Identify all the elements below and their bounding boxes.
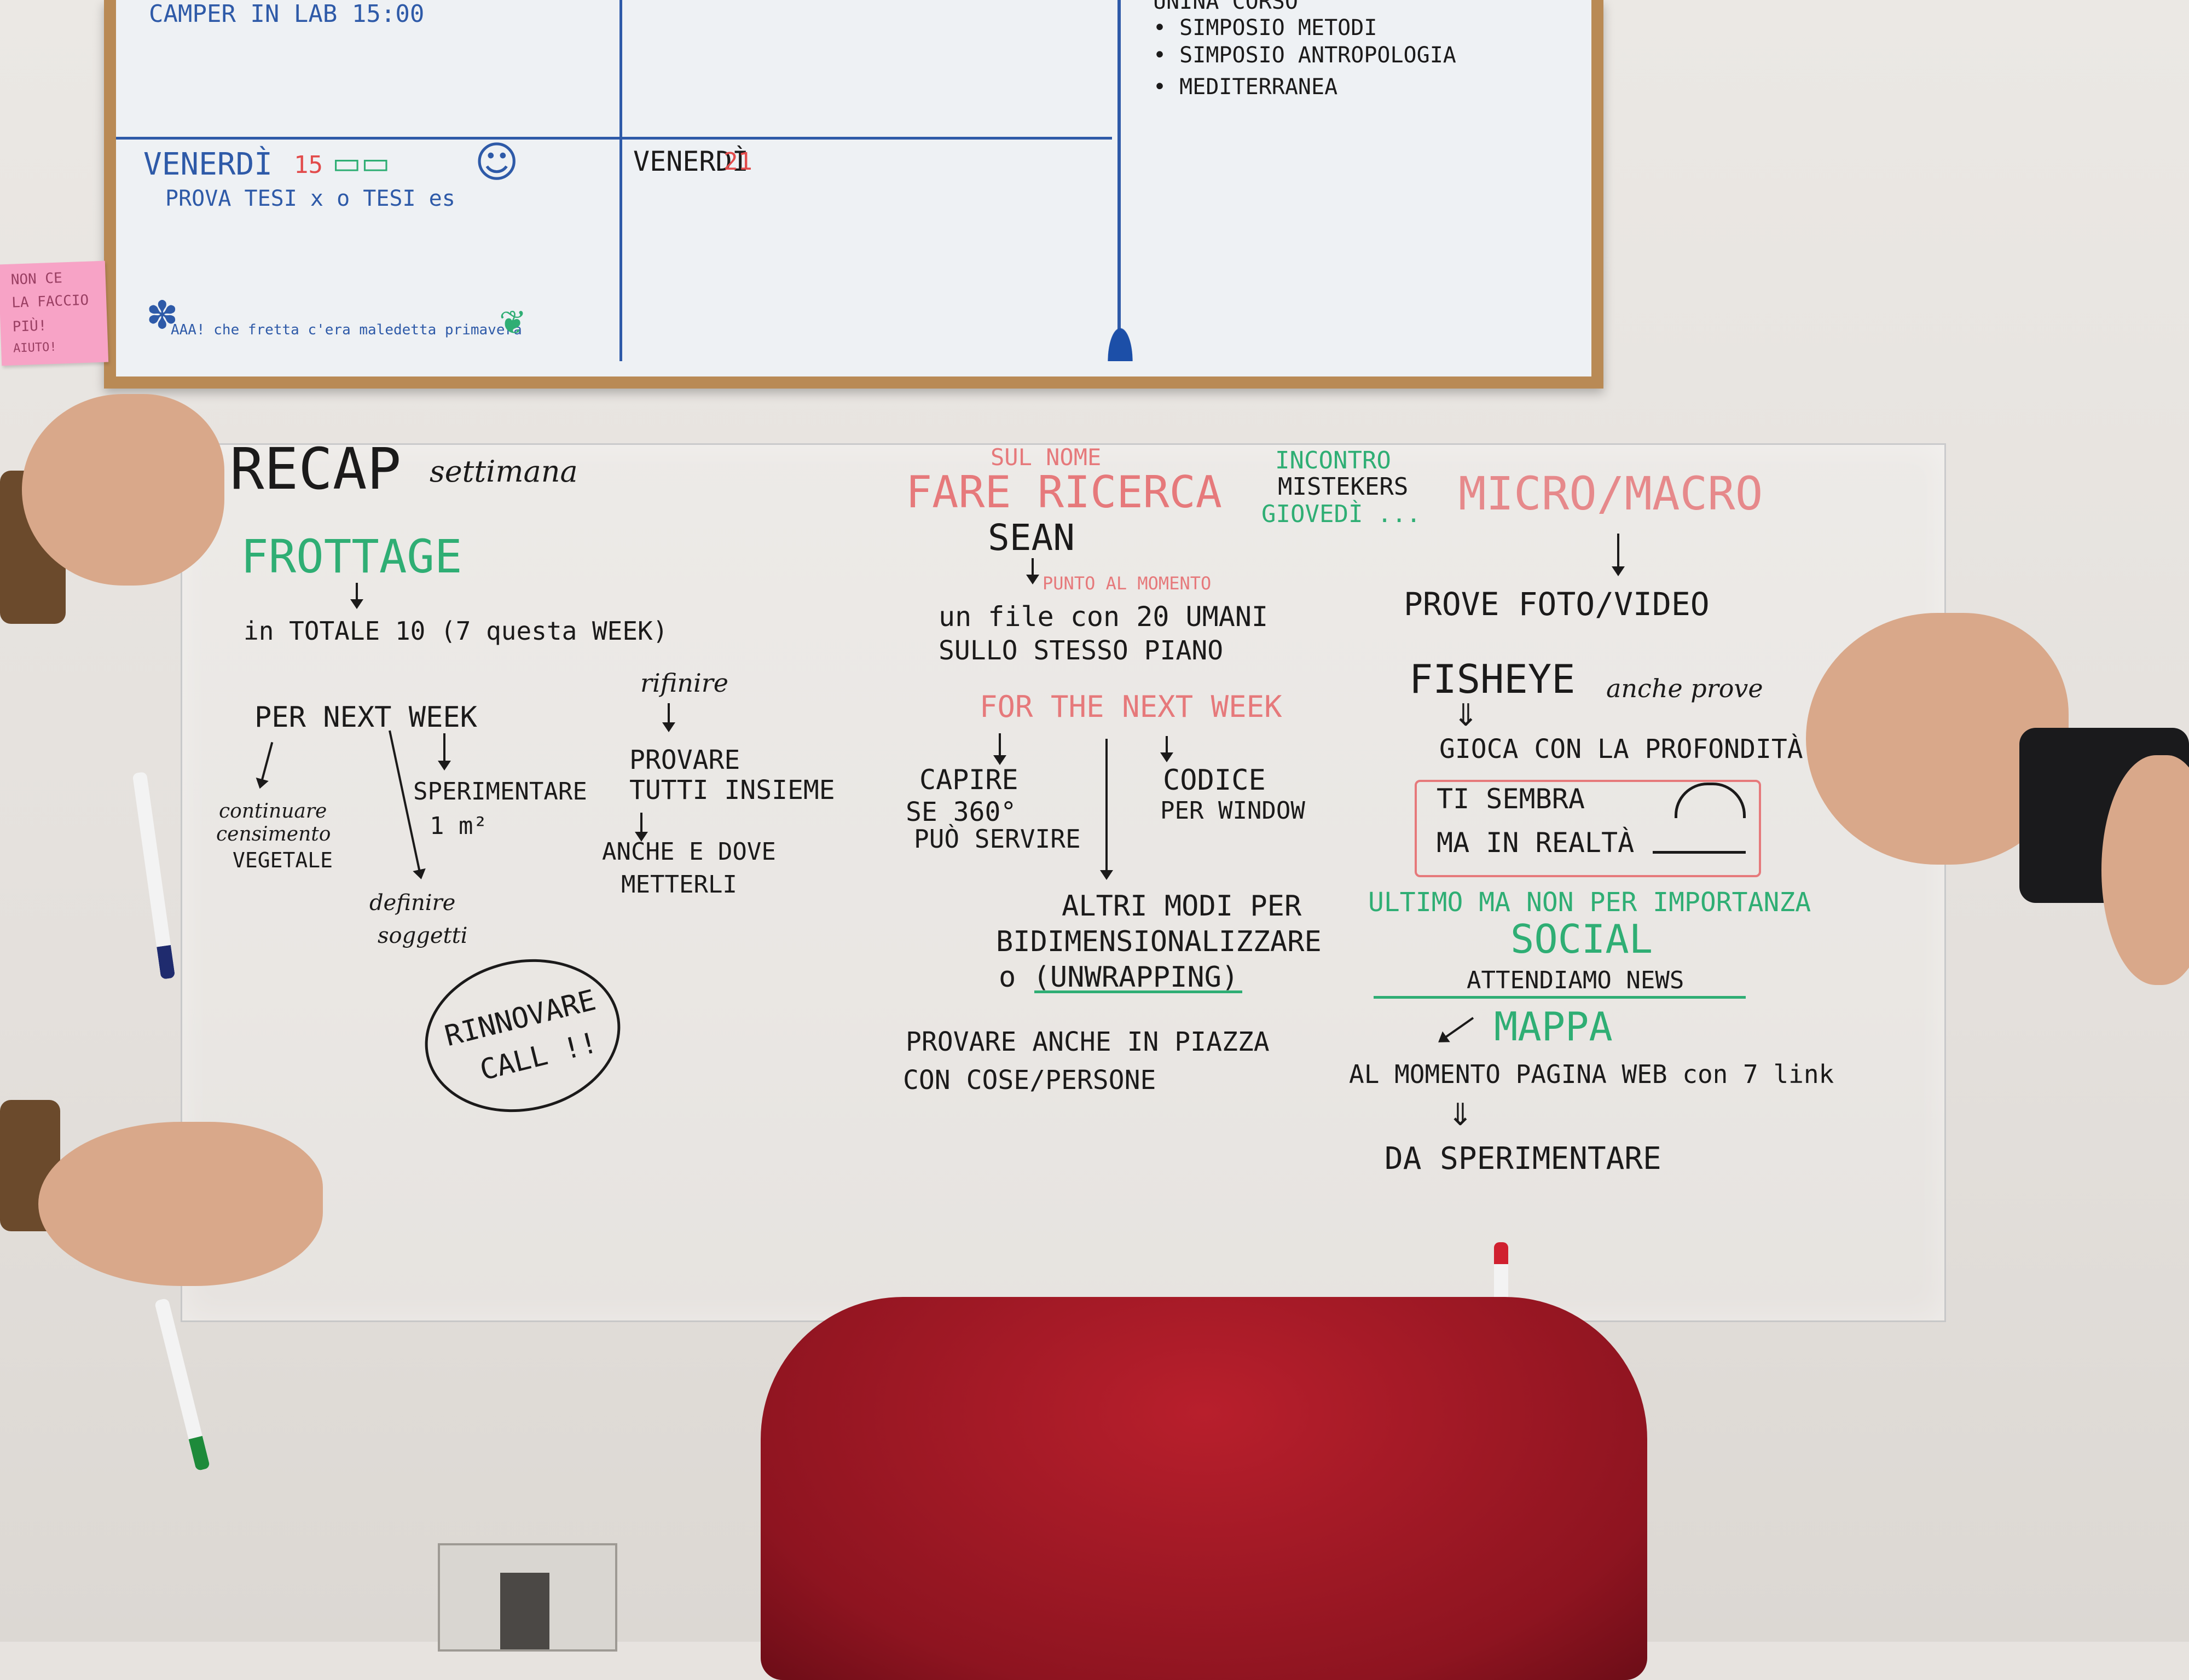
soggetti-note: soggetti [378, 923, 468, 948]
sticky-line: LA FACCIO [11, 292, 89, 311]
divider-line [1374, 996, 1746, 999]
arrow-icon [1100, 739, 1113, 880]
rifinire-note: rifinire [640, 668, 728, 698]
fisheye-heading: FISHEYE [1409, 656, 1576, 702]
definire-note: definire [369, 890, 456, 916]
provare-note: PROVARE [629, 745, 740, 775]
arrow-icon [662, 703, 675, 732]
gioca-note: GIOCA CON LA PROFONDITÀ [1439, 734, 1803, 764]
flower-icon: ✽ [146, 293, 178, 338]
lower-left-hand [38, 1122, 323, 1286]
for-next-week-heading: FOR THE NEXT WEEK [980, 690, 1282, 724]
sticky-line: NON CE [10, 270, 63, 288]
metterli-note: METTERLI [621, 871, 737, 899]
prova-tesi-note: PROVA TESI x o TESI es [165, 186, 455, 211]
day-number: 21 [723, 148, 752, 176]
se-360-note: SE 360° [906, 797, 1017, 827]
micro-macro-heading: MICRO/MACRO [1458, 467, 1763, 520]
acrylic-sheet [181, 443, 1946, 1322]
totale-note: in TOTALE 10 (7 questa WEEK) [244, 616, 668, 646]
double-arrow-icon: ⇓ [1447, 1097, 1473, 1133]
leaf-icon: ❦ [499, 304, 527, 342]
anche-prove-note: anche prove [1606, 674, 1763, 703]
comparison-box [1415, 780, 1761, 877]
per-window-note: PER WINDOW [1160, 797, 1305, 825]
codice-note: CODICE [1163, 764, 1266, 797]
ultimo-note: ULTIMO MA NON PER IMPORTANZA [1368, 887, 1811, 918]
vegetale-note: VEGETALE [233, 848, 333, 872]
sul-nome-note: SUL NOME [991, 444, 1102, 471]
per-next-week-heading: PER NEXT WEEK [254, 701, 477, 734]
attendiamo-note: ATTENDIAMO NEWS [1467, 966, 1684, 994]
sticky-line: PIÙ! [12, 317, 47, 335]
punto-note: PUNTO AL MOMENTO [1043, 573, 1212, 594]
wall-socket [438, 1543, 617, 1652]
provare-piazza-note: PROVARE ANCHE IN PIAZZA [906, 1027, 1270, 1057]
calendar-column-line [619, 0, 622, 361]
day-label: VENERDÌ [143, 147, 273, 182]
camper-note: CAMPER IN LAB 15:00 [149, 0, 425, 28]
continuare-note: continuare [219, 800, 327, 822]
giovedi-note: GIOVEDÌ ... [1261, 500, 1421, 528]
al-momento-note: AL MOMENTO PAGINA WEB con 7 link [1349, 1059, 1834, 1089]
prove-foto-note: PROVE FOTO/VIDEO [1404, 586, 1710, 623]
recap-subtitle: settimana [430, 454, 578, 489]
unwrapping-note: o (UNWRAPPING) [999, 961, 1239, 994]
calendar-column-line [1117, 0, 1121, 361]
arrow-icon [993, 733, 1006, 765]
underline [1034, 990, 1242, 993]
spring-note: AAA! che fretta c'era maledetta primaver… [171, 322, 522, 338]
red-chair [761, 1297, 1647, 1680]
metro-quadro-note: 1 m² [430, 812, 488, 840]
da-sperimentare-note: DA SPERIMENTARE [1385, 1141, 1661, 1177]
social-heading: SOCIAL [1510, 916, 1653, 962]
sticky-line: AIUTO! [13, 340, 57, 356]
flat-line-icon [1653, 851, 1746, 854]
tutti-insieme-note: TUTTI INSIEME [629, 775, 835, 806]
calendar-row-line [116, 137, 1112, 140]
framed-whiteboard: CAMPER IN LAB 15:00 UNINA CORSO • SIMPOS… [104, 0, 1603, 389]
sean-heading: SEAN [988, 517, 1075, 559]
bidimensionalizzare-note: BIDIMENSIONALIZZARE [996, 925, 1322, 958]
frottage-heading: FROTTAGE [241, 530, 462, 583]
stesso-piano-note: SULLO STESSO PIANO [939, 635, 1224, 666]
list-item: • SIMPOSIO METODI [1153, 15, 1377, 40]
sticky-note: NON CE LA FACCIO PIÙ! AIUTO! [0, 260, 109, 366]
arrow-icon [635, 813, 648, 842]
day-label: VENERDÌ [633, 146, 749, 177]
upper-left-hand [22, 394, 224, 586]
ti-sembra-note: TI SEMBRA [1437, 783, 1585, 815]
list-item: UNINA CORSO [1153, 0, 1298, 14]
list-item: • MEDITERRANEA [1153, 74, 1338, 100]
arrow-icon [1160, 736, 1173, 762]
file-note: un file con 20 UMANI [939, 601, 1269, 633]
right-fingers [2101, 755, 2189, 985]
altri-modi-note: ALTRI MODI PER [1062, 890, 1302, 923]
arrow-icon [438, 733, 451, 771]
arrow-icon [1612, 534, 1625, 576]
incontro-note: INCONTRO [1275, 447, 1391, 474]
fare-ricerca-heading: FARE RICERCA [906, 467, 1222, 518]
day-number: 15 [294, 151, 323, 179]
capire-note: CAPIRE [919, 764, 1018, 796]
anche-dove-note: ANCHE E DOVE [602, 838, 776, 866]
cake-icon: ▭▭ [332, 146, 390, 181]
mappa-heading: MAPPA [1494, 1004, 1613, 1050]
whiteboard-surface: CAMPER IN LAB 15:00 UNINA CORSO • SIMPOS… [116, 0, 1591, 376]
arrow-icon [350, 583, 363, 609]
skull-icon: ☺ [474, 138, 519, 187]
arrow-icon [1026, 558, 1039, 584]
ma-in-realta-note: MA IN REALTÀ [1437, 827, 1635, 859]
sperimentare-note: SPERIMENTARE [413, 778, 587, 806]
list-item: • SIMPOSIO ANTROPOLOGIA [1153, 43, 1456, 68]
recap-title: RECAP [230, 436, 402, 502]
cose-persone-note: CON COSE/PERSONE [903, 1065, 1156, 1096]
mistekers-note: MISTEKERS [1278, 473, 1409, 501]
censimento-note: censimento [216, 823, 331, 845]
ink-drip [1096, 296, 1145, 361]
puo-servire-note: PUÒ SERVIRE [914, 824, 1081, 854]
double-arrow-icon: ⇓ [1453, 698, 1479, 733]
